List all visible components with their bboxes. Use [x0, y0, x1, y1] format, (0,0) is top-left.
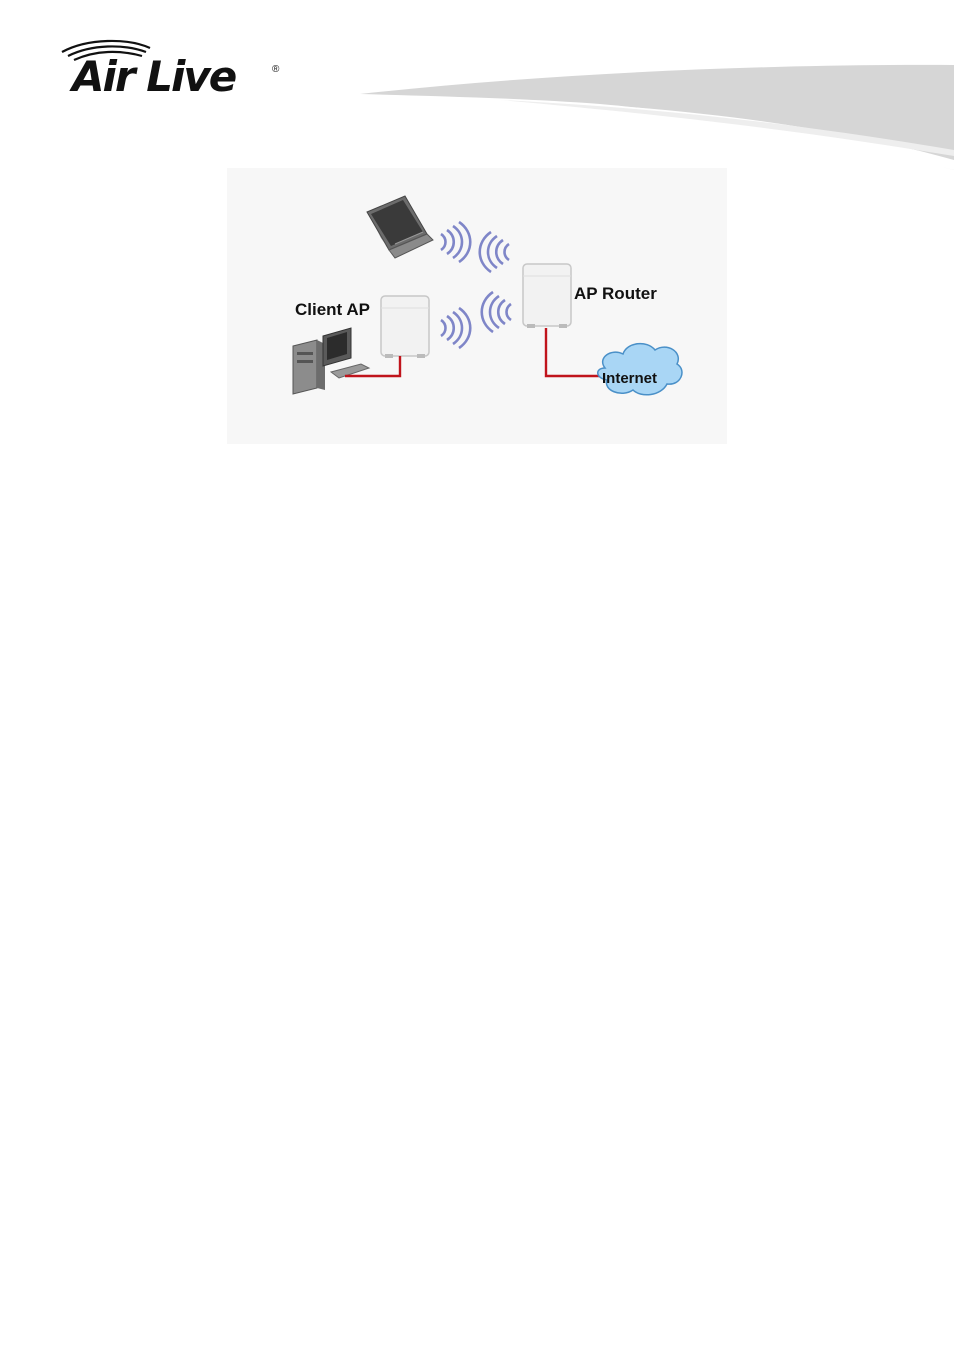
logo-registered-mark: ® [272, 64, 279, 75]
internet-label: Internet [602, 370, 657, 387]
wifi-signal-icon [441, 308, 470, 348]
ap-router-device-icon [523, 264, 571, 328]
wifi-signal-icon [441, 222, 470, 262]
router-cable [546, 328, 601, 376]
client-ap-label: Client AP [295, 300, 370, 320]
wifi-signal-icon [480, 232, 509, 272]
airlive-logo: Air Live ® [58, 36, 288, 102]
logo-wordmark: Air Live [72, 56, 235, 98]
laptop-icon [367, 196, 433, 258]
client-ap-device-icon [381, 296, 429, 358]
desktop-pc-icon [293, 328, 369, 394]
wifi-signal-icon [482, 292, 511, 332]
ap-router-label: AP Router [574, 284, 657, 304]
network-diagram: Client AP AP Router Internet [227, 168, 727, 444]
